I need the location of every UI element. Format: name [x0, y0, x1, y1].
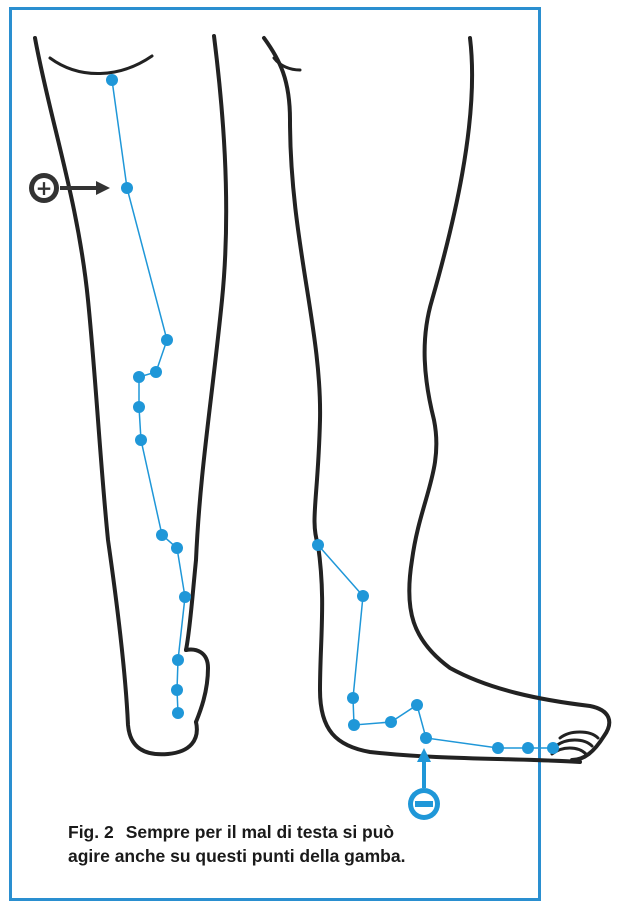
acupoint — [347, 692, 359, 704]
plus-arrow-head — [96, 181, 110, 195]
plus-marker: + — [29, 173, 110, 203]
caption-line-1: Fig. 2 Sempre per il mal di testa si può — [68, 820, 528, 844]
caption-line-2: agire anche su questi punti della gamba. — [68, 844, 528, 868]
acupoint — [357, 590, 369, 602]
acupoint — [312, 539, 324, 551]
front-leg-outer-contour — [35, 38, 197, 754]
acupoint — [348, 719, 360, 731]
front-leg-thigh-line — [50, 56, 152, 74]
side-leg-outline — [264, 38, 609, 762]
acupoint — [411, 699, 423, 711]
acupoint — [171, 542, 183, 554]
acupoint — [172, 654, 184, 666]
acupoint — [172, 707, 184, 719]
acupoint — [420, 732, 432, 744]
minus-marker — [408, 748, 440, 820]
front-leg-meridian — [112, 80, 185, 713]
acupoint — [121, 182, 133, 194]
acupoint — [547, 742, 559, 754]
toe-2 — [556, 740, 592, 746]
minus-symbol — [415, 801, 433, 807]
front-leg-outline — [35, 36, 226, 754]
acupoint — [133, 401, 145, 413]
acupoint — [492, 742, 504, 754]
front-leg-heel-contour — [186, 650, 208, 722]
front-leg-inner-contour — [186, 36, 226, 650]
acupoint — [179, 591, 191, 603]
side-leg-front-contour — [409, 38, 609, 760]
side-leg-back-contour — [264, 38, 580, 762]
acupoint — [150, 366, 162, 378]
acupoint — [135, 434, 147, 446]
acupoint — [156, 529, 168, 541]
acupoint — [522, 742, 534, 754]
figure-number: Fig. 2 — [68, 822, 114, 842]
acupoint — [161, 334, 173, 346]
toe-1 — [560, 732, 598, 738]
side-leg-meridian — [318, 545, 553, 748]
caption-text-1: Sempre per il mal di testa si può — [126, 822, 394, 842]
acupoint — [385, 716, 397, 728]
acupoint — [106, 74, 118, 86]
plus-symbol: + — [36, 176, 53, 200]
acupoint — [171, 684, 183, 696]
acupoint — [133, 371, 145, 383]
side-leg-points — [312, 539, 559, 754]
